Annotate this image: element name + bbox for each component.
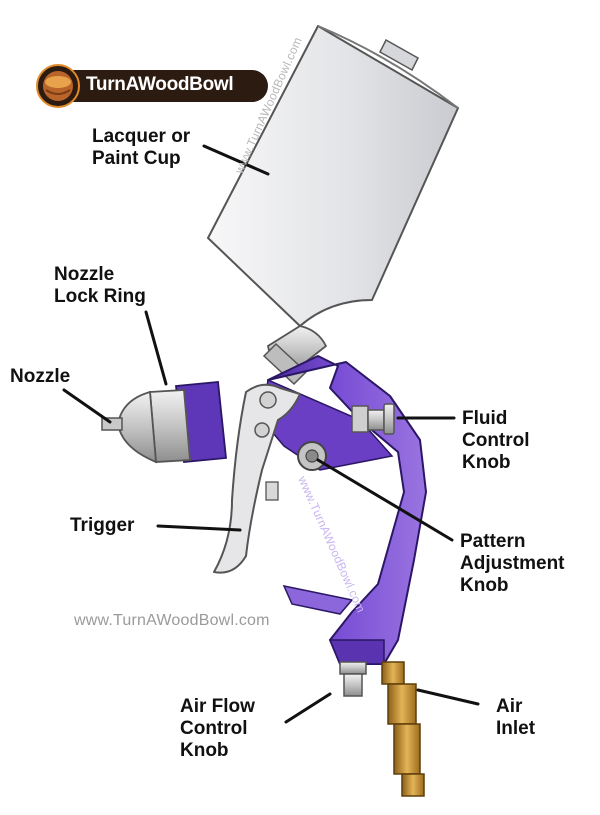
- leader-lock-ring: [144, 310, 168, 386]
- leader-air-flow: [284, 692, 332, 724]
- logo-text: TurnAWoodBowl: [86, 74, 234, 95]
- logo-banner: [58, 70, 268, 102]
- brand-logo: TurnAWoodBowl: [34, 64, 270, 108]
- leader-trigger: [156, 524, 242, 532]
- leader-lines: [62, 144, 480, 724]
- trigger[interactable]: [213, 383, 301, 574]
- paint-cup: [207, 25, 459, 386]
- barrel: [101, 381, 227, 464]
- nozzle[interactable]: [117, 390, 158, 464]
- fluid-control-knob[interactable]: [351, 403, 395, 435]
- air-inlet-fitting[interactable]: [381, 661, 425, 797]
- leader-air-inlet: [416, 688, 480, 706]
- pattern-adjustment-knob[interactable]: [297, 441, 327, 471]
- air-flow-control-knob[interactable]: [339, 661, 367, 697]
- label-nozzle: Nozzle: [10, 366, 71, 387]
- leader-pattern-knob: [316, 458, 454, 542]
- nozzle-lock-ring[interactable]: [149, 389, 191, 463]
- label-trigger: Trigger: [70, 515, 135, 536]
- leader-nozzle: [62, 388, 112, 424]
- footer-watermark: www.TurnAWoodBowl.com: [74, 612, 270, 629]
- leader-cup: [202, 144, 270, 176]
